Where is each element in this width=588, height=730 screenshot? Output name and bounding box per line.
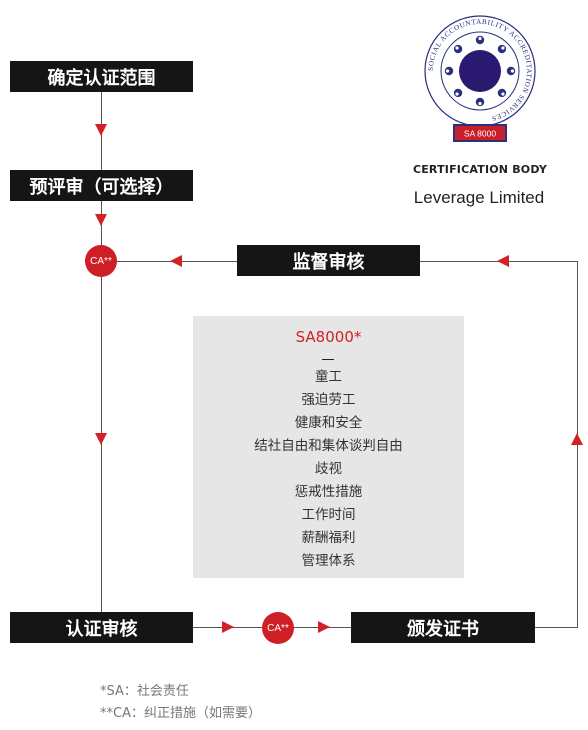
- seal-badge-text: SA 8000: [464, 129, 496, 139]
- standard-item: 歧视: [315, 461, 342, 477]
- arrow-up-1: [571, 433, 583, 445]
- standard-list: 童工 强迫劳工 健康和安全 结社自由和集体谈判自由 歧视 惩戒性措施 工作时间 …: [193, 366, 464, 573]
- standard-item: 健康和安全: [294, 415, 363, 431]
- seal-figure-detail: [501, 92, 505, 96]
- issue-certificate-box: 颁发证书: [351, 612, 535, 643]
- seal-figure-detail: [455, 92, 459, 96]
- standard-item: 童工: [315, 369, 342, 385]
- seal-figure-detail: [501, 46, 505, 50]
- ca-circle-top: CA**: [85, 245, 117, 277]
- seal-figure-detail: [455, 46, 459, 50]
- seal-figure-detail: [510, 69, 515, 73]
- arrow-down-1: [95, 124, 107, 136]
- scope-box: 确定认证范围: [10, 61, 193, 92]
- certification-audit-box: 认证审核: [10, 612, 193, 643]
- standard-item: 惩戒性措施: [294, 484, 363, 500]
- surveillance-box: 监督审核: [237, 245, 420, 276]
- arrow-right-2: [318, 621, 330, 633]
- footnote-ca: **CA：纠正措施（如需要）: [100, 706, 261, 721]
- standard-title: SA8000*: [295, 328, 362, 346]
- issue-to-right-line: [535, 627, 577, 628]
- footnote-sa: *SA：社会责任: [100, 684, 189, 699]
- left-flow-line: [101, 92, 102, 627]
- certification-body-heading: CERTIFICATION BODY: [412, 163, 548, 176]
- standard-item: 薪酬福利: [301, 530, 356, 546]
- standard-item: 管理体系: [301, 553, 356, 569]
- pre-assessment-box: 预评审（可选择）: [10, 170, 193, 201]
- saas-logo: SOCIAL ACCOUNTABILITY ACCREDITATION SERV…: [424, 12, 536, 146]
- ca-circle-bottom: CA**: [262, 612, 294, 644]
- arrow-left-1: [170, 255, 182, 267]
- certification-body-name: Leverage Limited: [413, 188, 545, 207]
- arrow-down-3: [95, 433, 107, 445]
- standard-item: 工作时间: [301, 507, 356, 523]
- arrow-left-2: [497, 255, 509, 267]
- seal-figure-detail: [445, 69, 450, 73]
- seal-figure-detail: [478, 101, 482, 106]
- arrow-down-2: [95, 214, 107, 226]
- standard-divider: [322, 359, 334, 360]
- standard-panel: SA8000* 童工 强迫劳工 健康和安全 结社自由和集体谈判自由 歧视 惩戒性…: [193, 316, 464, 578]
- arrow-right-1: [222, 621, 234, 633]
- seal-figure-detail: [478, 36, 482, 41]
- standard-item: 结社自由和集体谈判自由: [254, 438, 403, 454]
- standard-item: 强迫劳工: [301, 392, 356, 408]
- saas-seal-icon: SOCIAL ACCOUNTABILITY ACCREDITATION SERV…: [424, 15, 536, 142]
